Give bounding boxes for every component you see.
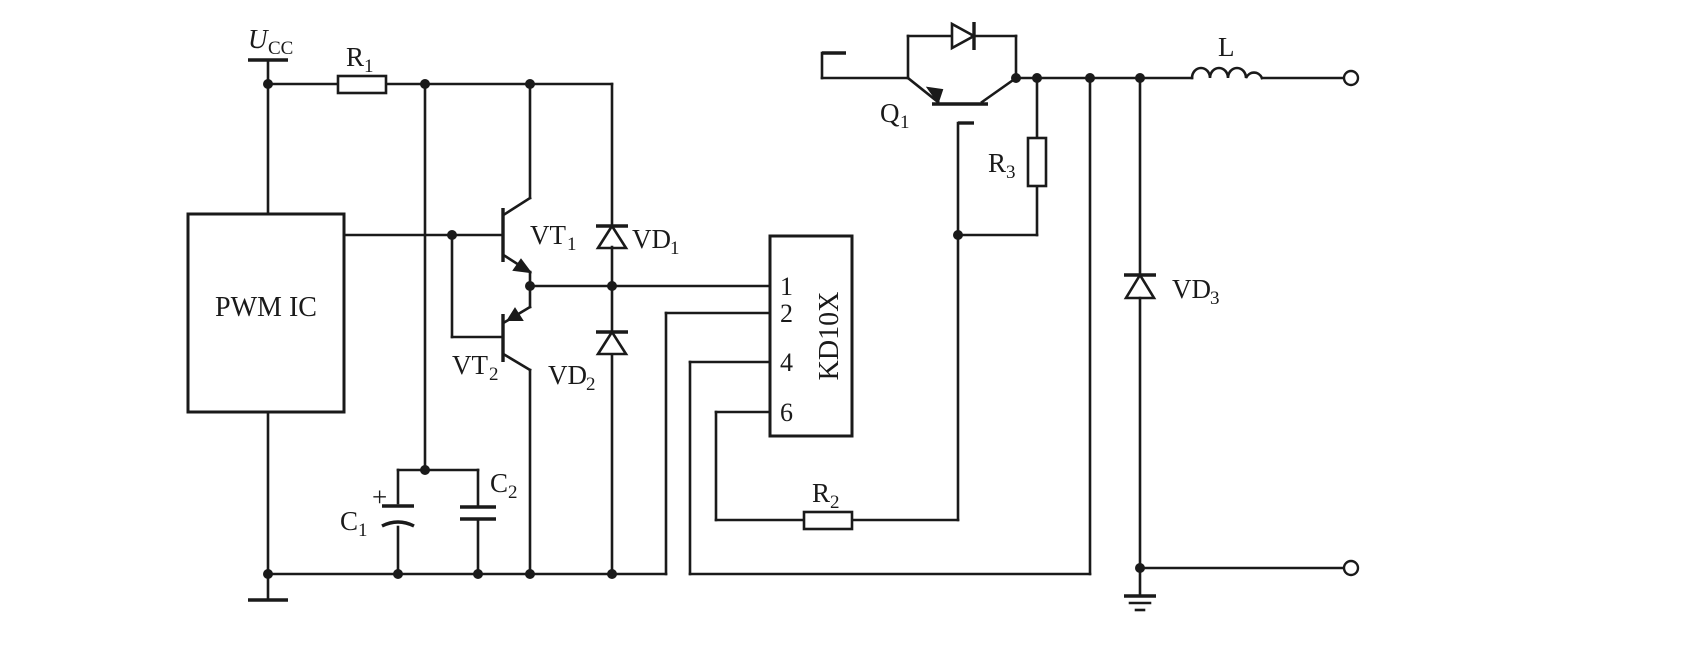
r3-resistor bbox=[1026, 136, 1048, 188]
pin-2-label: 2 bbox=[780, 299, 793, 328]
vt1-label: VT bbox=[530, 220, 566, 250]
junction-dot bbox=[525, 281, 535, 291]
junction-dot bbox=[1135, 563, 1145, 573]
vt1-collector bbox=[503, 196, 532, 216]
c2-label: C bbox=[490, 468, 508, 498]
r1-label-sub: 1 bbox=[364, 56, 374, 77]
vd1-label: VD bbox=[632, 224, 671, 254]
vd2-label-sub: 2 bbox=[586, 374, 596, 395]
c1-polarity-mark: + bbox=[372, 482, 387, 512]
kd10x-box bbox=[768, 234, 854, 438]
output-terminal-negative bbox=[1342, 559, 1360, 577]
junction-dot bbox=[525, 79, 535, 89]
junction-dot bbox=[953, 230, 963, 240]
junction-dot bbox=[420, 465, 430, 475]
r3-label-sub: 3 bbox=[1006, 162, 1016, 183]
ground-symbol bbox=[1124, 594, 1156, 612]
vd1-diode-body bbox=[595, 223, 629, 250]
junction-dot bbox=[607, 281, 617, 291]
junction-dot bbox=[263, 79, 273, 89]
q1-freewheel-diode-body bbox=[950, 21, 977, 51]
vt2-label-sub: 2 bbox=[489, 364, 499, 385]
vd3-label-sub: 3 bbox=[1210, 288, 1220, 309]
r1-resistor bbox=[336, 74, 388, 95]
r2-resistor bbox=[802, 510, 854, 531]
vd2-diode-body bbox=[595, 329, 629, 356]
vd3-diode-body bbox=[1123, 272, 1157, 300]
junction-dot bbox=[1011, 73, 1021, 83]
r3-label: R bbox=[988, 148, 1006, 178]
wires bbox=[248, 34, 1346, 602]
ucc-label-sub: CC bbox=[268, 38, 293, 59]
q1-emitter-leg bbox=[906, 76, 940, 104]
pin-1-label: 1 bbox=[780, 272, 793, 301]
vt1-emitter-arrow bbox=[512, 258, 533, 274]
junction-dot bbox=[393, 569, 403, 579]
junction-dot bbox=[1085, 73, 1095, 83]
vt2-emitter-arrow bbox=[506, 307, 524, 321]
vt2-label: VT bbox=[452, 350, 488, 380]
junction-dot bbox=[473, 569, 483, 579]
pwm-ic-label: PWM IC bbox=[215, 292, 317, 323]
junction-dot bbox=[1032, 73, 1042, 83]
r2-label: R bbox=[812, 478, 830, 508]
r2-label-sub: 2 bbox=[830, 492, 840, 513]
junction-dot bbox=[263, 569, 273, 579]
junction-dot bbox=[1135, 73, 1145, 83]
c2-label-sub: 2 bbox=[508, 482, 518, 503]
junction-dots bbox=[263, 73, 1145, 579]
kd10x-label: KD10X bbox=[814, 292, 845, 381]
c1-label-sub: 1 bbox=[358, 520, 368, 541]
junction-dot bbox=[525, 569, 535, 579]
pin-4-label: 4 bbox=[780, 348, 793, 377]
pwm-ic-box bbox=[186, 212, 346, 414]
output-terminal-positive bbox=[1342, 69, 1360, 87]
vd3-label: VD bbox=[1172, 274, 1211, 304]
c1-plate-bottom bbox=[381, 520, 415, 528]
r1-label: R bbox=[346, 42, 364, 72]
inductor-label: L bbox=[1218, 32, 1235, 62]
pin-6-label: 6 bbox=[780, 398, 793, 427]
junction-dot bbox=[607, 569, 617, 579]
inductor-coil bbox=[1190, 66, 1264, 80]
q1-collector-leg bbox=[980, 76, 1018, 104]
junction-dot bbox=[420, 79, 430, 89]
vd2-label: VD bbox=[548, 360, 587, 390]
q1-label-sub: 1 bbox=[900, 112, 910, 133]
q1-emitter-arrow bbox=[925, 86, 944, 105]
ucc-label: U bbox=[248, 24, 269, 54]
vd1-label-sub: 1 bbox=[670, 238, 680, 259]
q1-label: Q bbox=[880, 98, 900, 128]
c1-label: C bbox=[340, 506, 358, 536]
vt2-collector bbox=[503, 353, 532, 372]
vt1-label-sub: 1 bbox=[567, 234, 577, 255]
junction-dot bbox=[447, 230, 457, 240]
